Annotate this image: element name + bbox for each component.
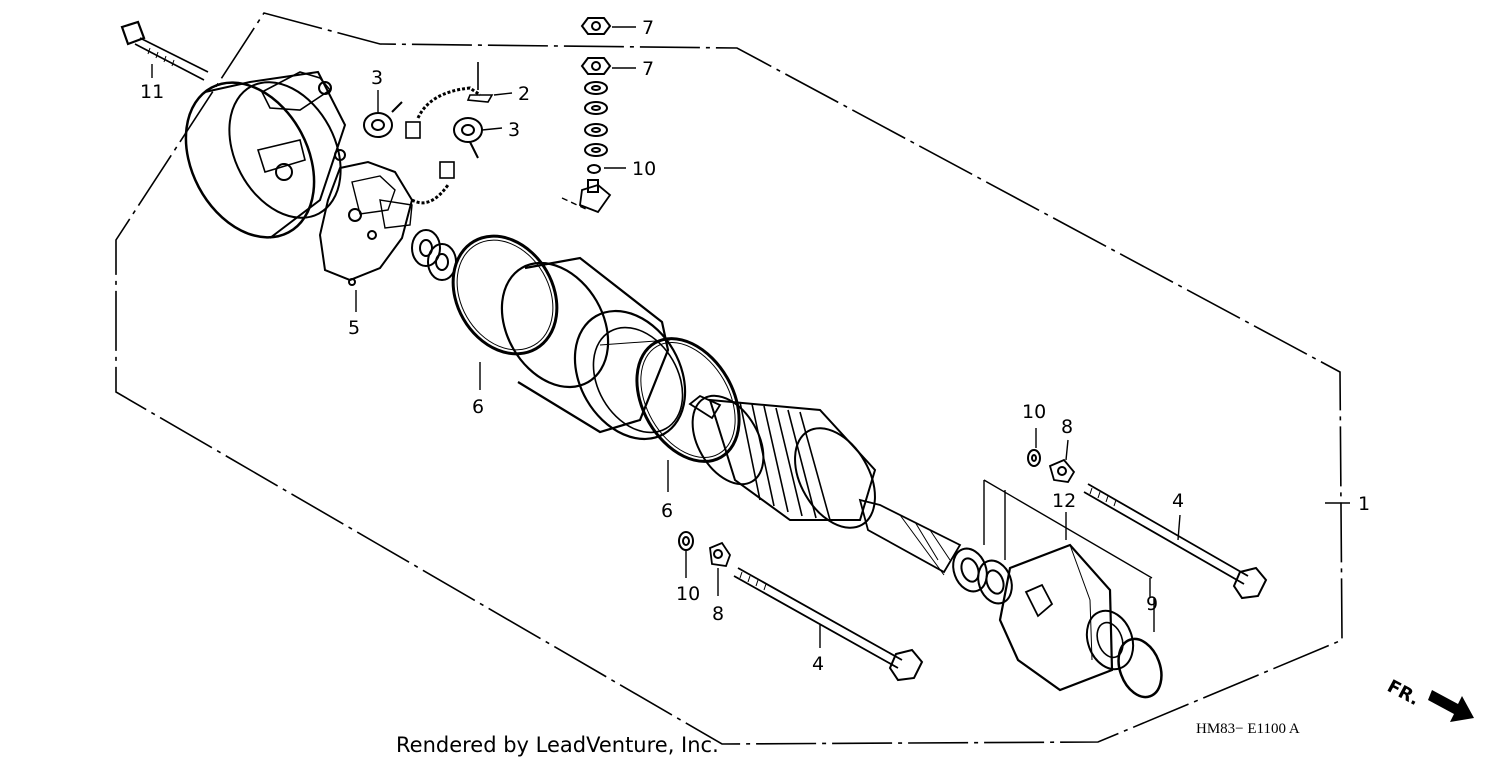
callout-1: 1: [1358, 493, 1370, 515]
armature: [688, 394, 962, 576]
callout-8a: 8: [1061, 416, 1073, 438]
callout-12: 12: [1052, 490, 1076, 512]
credit-line: Rendered by LeadVenture, Inc.: [396, 733, 719, 757]
callout-7a: 7: [642, 17, 654, 39]
callout-labels: 1 2 3 3 4 4 5 6 6 7 7 8 8 9 10 10 10 11 …: [140, 17, 1370, 757]
assembly-boundary: [115, 12, 1343, 745]
front-direction-indicator: FR.: [1384, 676, 1474, 722]
drawing-code: HM83− E1100 A: [1196, 721, 1300, 737]
o-ring-front: [635, 337, 741, 463]
rear-cover: [184, 70, 347, 239]
upper-washers: [1027, 449, 1076, 483]
direction-label: FR.: [1384, 676, 1423, 710]
callout-4b: 4: [812, 653, 824, 675]
callout-9: 9: [1146, 593, 1158, 615]
callout-5: 5: [348, 317, 360, 339]
callout-10c: 10: [632, 158, 656, 180]
front-thrust-washers: [952, 479, 1153, 605]
callout-10a: 10: [1022, 401, 1046, 423]
callout-4a: 4: [1172, 490, 1184, 512]
direction-arrow-icon: [1428, 690, 1474, 722]
callout-3a: 3: [371, 67, 383, 89]
callout-3b: 3: [508, 119, 520, 141]
o-ring-9: [1117, 637, 1163, 699]
callout-6a: 6: [472, 396, 484, 418]
yoke-housing: [500, 256, 687, 441]
front-cover: [998, 543, 1135, 692]
callout-2: 2: [518, 83, 530, 105]
long-bolt-11: [120, 20, 209, 81]
callout-10b: 10: [676, 583, 700, 605]
leader-lines: [151, 26, 1350, 648]
callout-8b: 8: [712, 603, 724, 625]
callout-11: 11: [140, 81, 164, 103]
brush-holder: [318, 160, 414, 286]
through-bolt-lower: [733, 567, 924, 682]
terminal-hardware: [561, 17, 612, 214]
thrust-washers-rear: [411, 229, 457, 281]
callout-7b: 7: [642, 58, 654, 80]
callout-6b: 6: [661, 500, 673, 522]
brush-springs: [363, 62, 494, 205]
through-bolt-upper: [1083, 483, 1268, 600]
o-ring-rear: [451, 234, 559, 356]
